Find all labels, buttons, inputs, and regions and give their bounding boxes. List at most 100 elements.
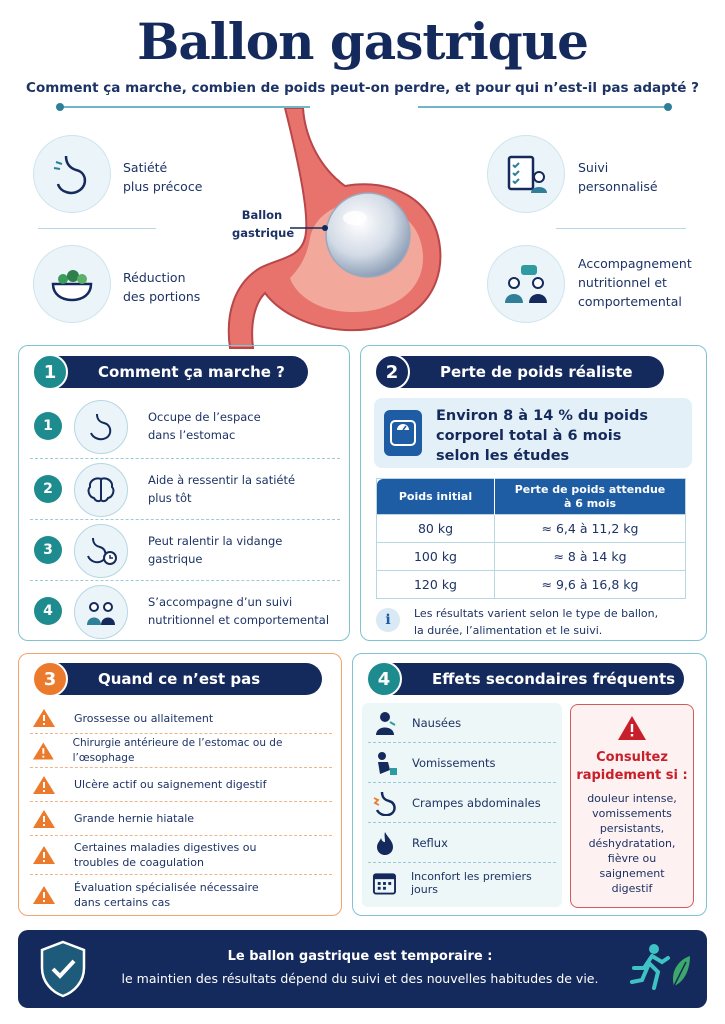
page-title: Ballon gastrique <box>137 12 589 71</box>
list-divider <box>368 782 556 783</box>
step-number: 3 <box>34 536 62 564</box>
section1-title: Comment ça marche ? <box>50 356 308 388</box>
contraindication-list: Grossesse ou allaitement Chirurgie antér… <box>30 703 332 915</box>
feature-support: Accompagnement nutritionnel et comportem… <box>578 256 692 309</box>
table-row: 80 kg≈ 6,4 à 11,2 kg <box>376 514 686 543</box>
info-icon: i <box>376 608 400 632</box>
side-effect-text: Inconfort les premiers jours <box>410 869 532 896</box>
step-divider <box>30 458 340 459</box>
step-divider <box>30 580 340 581</box>
list-divider <box>30 874 332 875</box>
section3-number: 3 <box>32 661 68 697</box>
contraindication-text: Grossesse ou allaitement <box>74 711 214 725</box>
stomach-clock-icon <box>74 524 128 578</box>
clipboard-person-icon <box>487 135 565 213</box>
list-item: Chirurgie antérieure de l’estomac ou de … <box>30 734 332 767</box>
list-item: Reflux <box>368 823 556 862</box>
feature-followup: Suivi personnalisé <box>578 160 658 194</box>
contraindication-text: Grande hernie hiatale <box>74 812 195 825</box>
balloon-label: Ballon gastrique <box>232 208 295 240</box>
side-effect-text: Crampes abdominales <box>412 795 541 810</box>
list-divider <box>368 742 556 743</box>
list-item: Nausées <box>368 703 556 742</box>
list-item: Crampes abdominales <box>368 783 556 822</box>
warning-icon <box>32 742 54 759</box>
salad-bowl-icon <box>33 245 111 323</box>
stomach-icon <box>33 135 111 213</box>
section-weight-loss <box>360 345 707 641</box>
section4-title: Effets secondaires fréquents <box>384 663 684 695</box>
list-divider <box>30 835 332 836</box>
warning-icon <box>33 809 55 828</box>
section3-title: Quand ce n’est pas adapté <box>50 663 322 720</box>
runner-leaf-icon <box>630 944 690 990</box>
step-number: 2 <box>34 475 62 503</box>
header-rule-left <box>56 103 310 111</box>
nausea-icon <box>376 711 396 735</box>
section-side-effects <box>352 653 707 916</box>
feature-divider <box>556 228 686 229</box>
warning-icon <box>33 886 55 904</box>
list-item: Grande hernie hiatale <box>30 802 332 835</box>
list-divider <box>30 733 332 734</box>
section2-number: 2 <box>374 354 410 390</box>
list-divider <box>30 767 332 768</box>
step-number: 4 <box>34 597 62 625</box>
feature-satiety: Satiété plus précoce <box>123 160 203 194</box>
feature-divider <box>38 228 156 229</box>
stomach-icon <box>74 400 128 454</box>
header-rule-right <box>418 103 672 111</box>
table-row: 120 kg≈ 9,6 à 16,8 kg <box>376 570 686 599</box>
warning-icon <box>33 775 55 794</box>
contraindication-text: Ulcère actif ou saignement digestif <box>74 778 267 791</box>
section-how-it-works <box>18 345 350 641</box>
step-number: 1 <box>34 412 62 440</box>
list-item: Inconfort les premiers jours <box>368 863 556 902</box>
side-effect-text: Nausées <box>412 715 462 730</box>
scale-icon <box>384 410 422 456</box>
side-effects-list: Nausées Vomissements Crampes abdominales… <box>362 703 562 907</box>
side-effect-text: Vomissements <box>412 755 496 770</box>
flame-icon <box>377 831 393 855</box>
alert-icon <box>618 716 646 740</box>
table-row: 100 kg≈ 8 à 14 kg <box>376 542 686 571</box>
list-item: Grossesse ou allaitement <box>30 703 332 733</box>
alert-list: douleur intense, vomissements persistant… <box>587 792 677 895</box>
side-effect-text: Reflux <box>412 835 448 850</box>
feature-portions: Réduction des portions <box>123 270 201 304</box>
consultation-icon <box>74 585 128 639</box>
section1-number: 1 <box>32 354 68 390</box>
section-contraindications <box>18 653 342 916</box>
warning-icon <box>33 709 55 727</box>
step-divider <box>30 519 340 520</box>
list-divider <box>368 822 556 823</box>
cramps-icon <box>373 791 396 816</box>
warning-icon <box>33 846 55 864</box>
results-note: Les résultats varient selon le type de b… <box>414 607 659 637</box>
section4-number: 4 <box>366 661 402 697</box>
calendar-icon <box>372 872 396 895</box>
shield-check-icon <box>40 940 86 998</box>
footer-message: Le ballon gastrique est temporaire : le … <box>121 949 599 986</box>
alert-title: Consultez rapidement si : <box>576 750 688 783</box>
consultation-icon <box>487 245 565 323</box>
page-subtitle: Comment ça marche, combien de poids peut… <box>26 80 699 96</box>
brain-icon <box>74 463 128 517</box>
weight-loss-highlight <box>374 398 692 468</box>
list-item: Vomissements <box>368 743 556 782</box>
vomiting-icon <box>378 751 397 775</box>
